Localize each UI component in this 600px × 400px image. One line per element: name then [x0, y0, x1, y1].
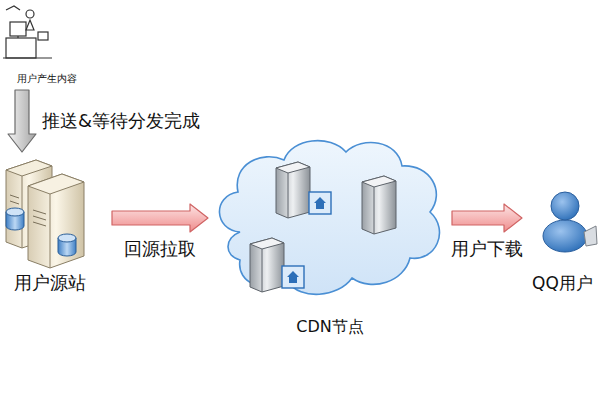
cdn-server	[250, 162, 396, 292]
arrow-label: 推送&等待分发完成	[40, 110, 202, 132]
content-source-node: 用户产生内容	[2, 2, 92, 84]
content-creator-icon	[3, 6, 52, 58]
cdn-cloud	[219, 141, 439, 295]
node-label: 用户产生内容	[17, 73, 77, 85]
cdn-cloud-node: CDN节点	[214, 136, 446, 336]
block-arrow	[112, 204, 208, 232]
database-disk	[6, 208, 76, 256]
arrow-label: 回源拉取	[122, 238, 198, 260]
block-arrow	[8, 90, 36, 152]
origin-server-icon	[6, 160, 84, 268]
origin-server-node: 用户源站	[2, 156, 98, 294]
user-icon	[543, 192, 597, 252]
house-badge	[282, 192, 331, 288]
node-label: 用户源站	[14, 273, 86, 294]
node-label: CDN节点	[296, 318, 363, 336]
arrow-label: 用户下载	[449, 238, 525, 260]
user-node: QQ用户	[528, 186, 597, 294]
block-arrow	[452, 204, 522, 232]
node-label: QQ用户	[532, 274, 593, 294]
